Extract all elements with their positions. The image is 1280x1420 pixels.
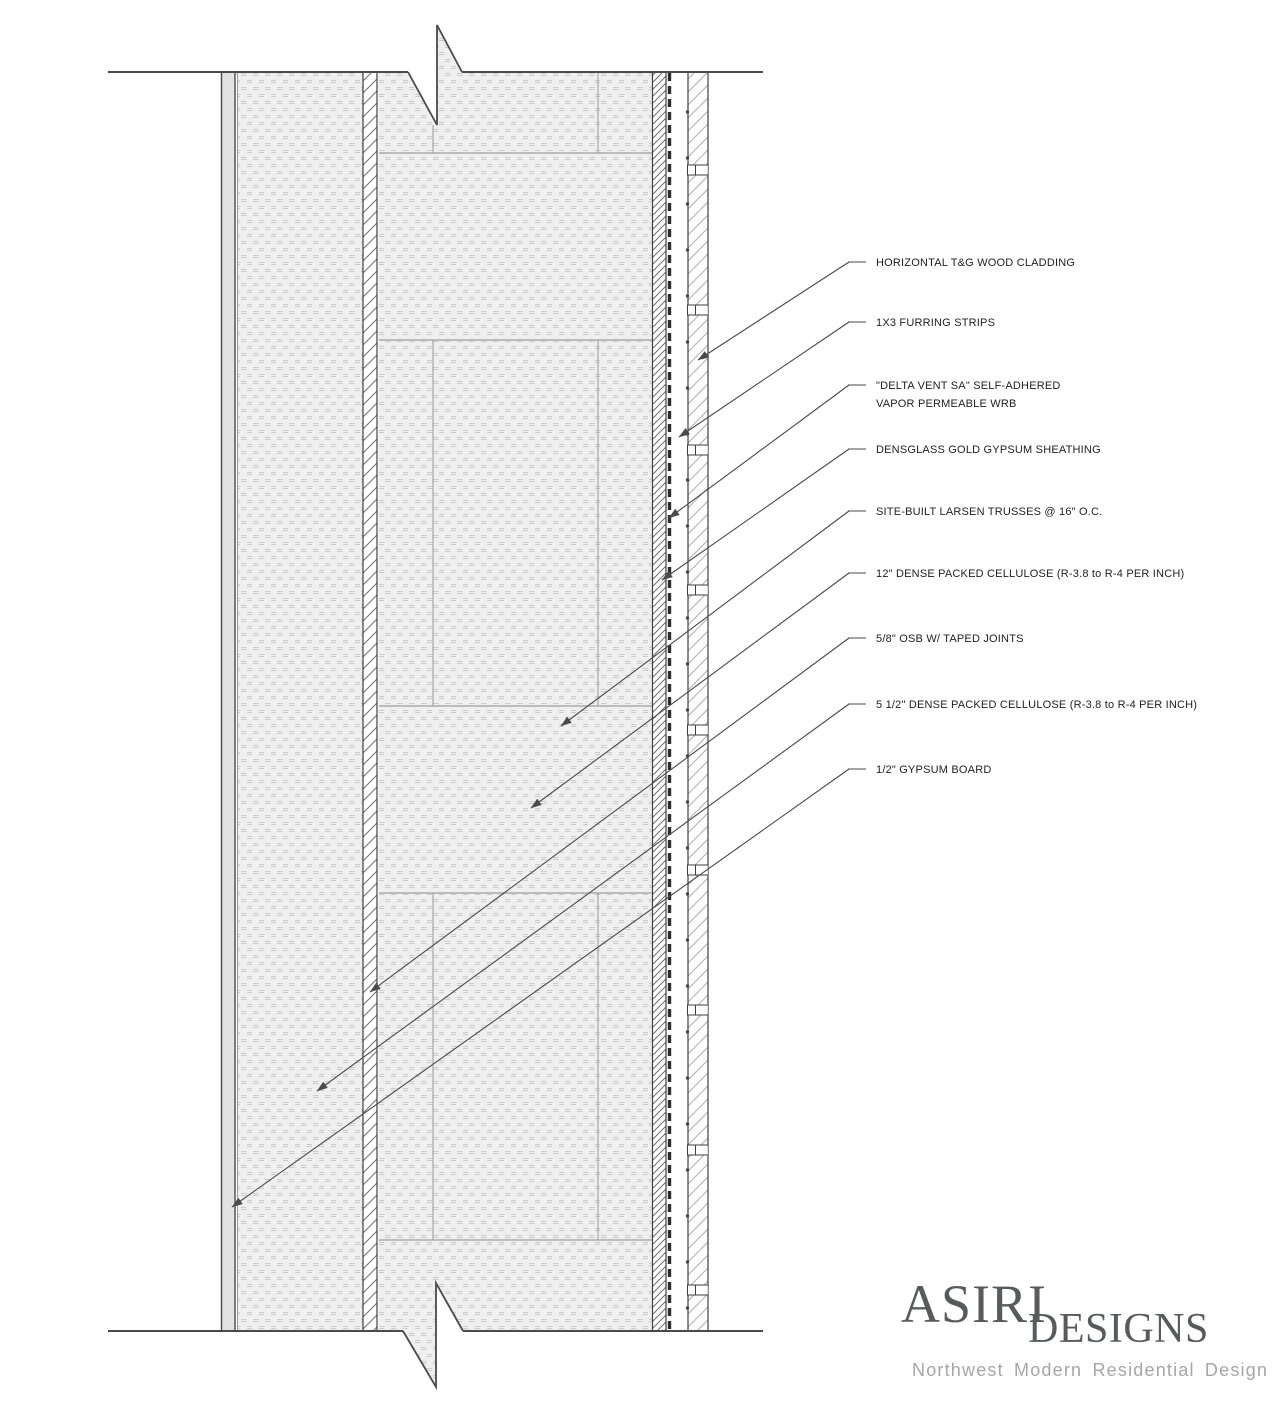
callout-densglass: DENSGLASS GOLD GYPSUM SHEATHING [876,444,1101,456]
tg-cladding-layer [684,71,709,1332]
osb-layer [362,71,378,1332]
leader-lines [231,261,866,1208]
gypsum-board-layer [220,71,236,1332]
cladding-clip-dots [684,74,690,1330]
callout-wrb-line2: VAPOR PERMEABLE WRB [876,398,1017,410]
break-mark-bottom [402,1279,464,1391]
larsen-truss-lines [432,72,599,1240]
densglass-sheathing-layer [651,71,667,1332]
cellulose-5half-layer [237,72,363,1331]
callout-osb: 5/8" OSB W/ TAPED JOINTS [876,633,1024,645]
cellulose-12-layer [378,72,653,1331]
furring-air-gap [672,72,688,1331]
callout-cellulose-5half: 5 1/2" DENSE PACKED CELLULOSE (R-3.8 to … [876,699,1197,711]
callout-cellulose-12: 12" DENSE PACKED CELLULOSE (R-3.8 to R-4… [876,568,1184,580]
insulation-seams [379,152,652,1241]
callout-cladding: HORIZONTAL T&G WOOD CLADDING [876,257,1075,269]
callout-labels: HORIZONTAL T&G WOOD CLADDING 1X3 FURRING… [876,257,1197,776]
callout-gypsum-board: 1/2" GYPSUM BOARD [876,764,992,776]
callout-larsen-trusses: SITE-BUILT LARSEN TRUSSES @ 16" O.C. [876,506,1102,518]
callout-furring: 1X3 FURRING STRIPS [876,317,995,329]
callout-wrb-line1: "DELTA VENT SA" SELF-ADHERED [876,380,1061,392]
break-mark-top [407,24,463,126]
